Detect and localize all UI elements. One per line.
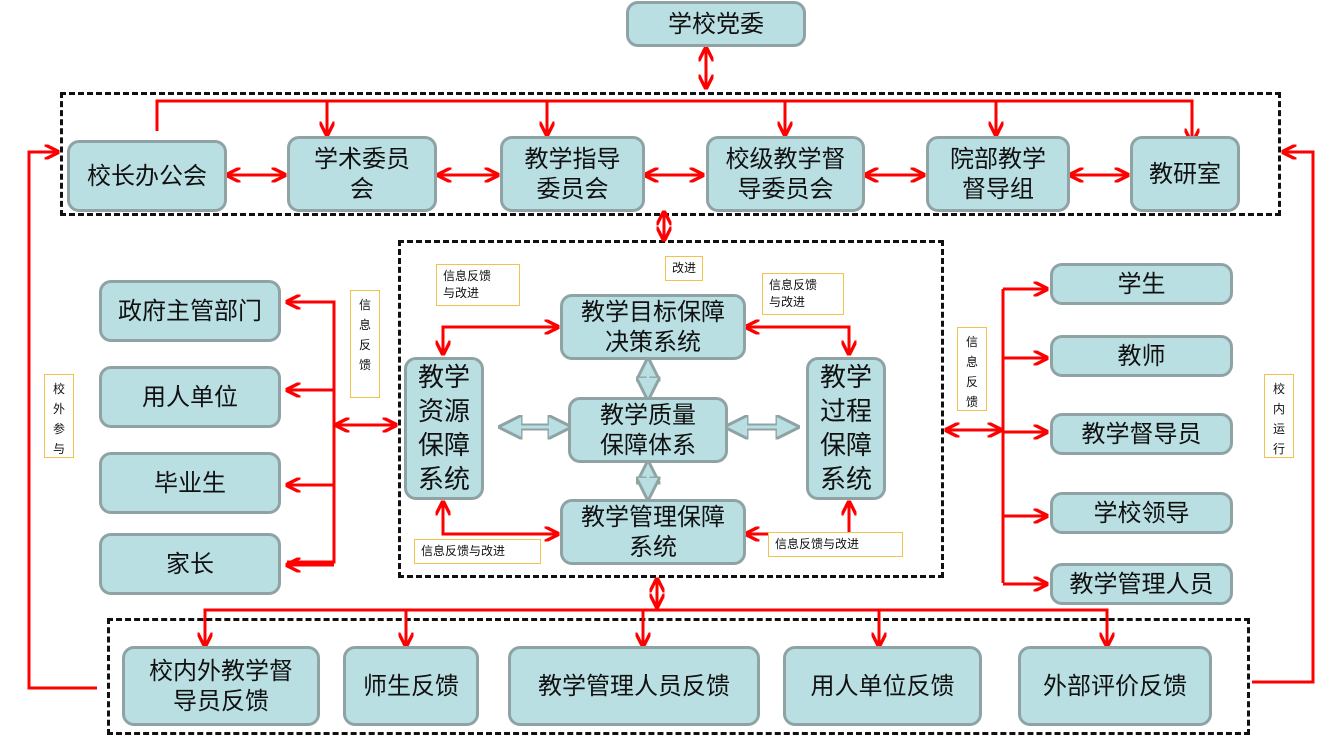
note-internal-feedback: 信 息 反 馈 [957,327,987,411]
decision-label: 教学指导 委员会 [524,145,621,203]
internal-label: 学校领导 [1093,499,1190,527]
external-label: 用人单位 [142,383,238,411]
decision-bus [155,99,1192,142]
external-label: 政府主管部门 [118,297,262,325]
decision-box-academic-committee: 学术委员 会 [287,136,437,212]
external-box-graduates: 毕业生 [99,452,281,514]
core-resource-system: 教学 资源 保障 系统 [404,357,484,500]
external-box-employers: 用人单位 [99,366,281,428]
external-label: 毕业生 [154,469,226,497]
feedback-box-employers: 用人单位反馈 [783,646,982,726]
core-management-label: 教学管理保障 系统 [581,503,725,561]
feedback-box-external-evaluation: 外部评价反馈 [1018,646,1212,726]
party-committee-label: 学校党委 [668,10,764,38]
note-bottom-left: 信息反馈与改进 [414,539,541,564]
feedback-layer-frame [107,618,1250,735]
decision-box-school-supervision: 校级教学督 导委员会 [706,136,865,212]
decision-label: 院部教学 督导组 [950,145,1046,203]
internal-box-teachers: 教师 [1050,335,1233,377]
feedback-box-teachers-students: 师生反馈 [343,646,479,726]
internal-box-students: 学生 [1050,263,1233,305]
party-committee-box: 学校党委 [626,1,806,47]
note-internal-operation: 校 内 运 行 [1264,374,1294,458]
internal-label: 教学督导员 [1081,420,1202,448]
core-goal-system: 教学目标保障 决策系统 [560,294,746,360]
feedback-label: 师生反馈 [363,672,459,700]
decision-box-principal-office: 校长办公会 [67,140,227,212]
external-label: 家长 [166,550,214,578]
note-top-left: 信息反馈 与改进 [436,264,520,306]
feedback-label: 校内外教学督 导员反馈 [149,657,293,715]
note-top-right: 信息反馈 与改进 [762,273,844,315]
decision-label: 教研室 [1149,160,1221,188]
internal-box-managers: 教学管理人员 [1050,563,1233,605]
feedback-label: 外部评价反馈 [1043,672,1187,700]
note-external-feedback: 信 息 反 馈 [350,290,380,398]
note-external-participation: 校 外 参 与 [44,374,74,458]
feedback-label: 用人单位反馈 [810,672,955,700]
internal-label: 学生 [1117,270,1166,298]
internal-box-supervisors: 教学督导员 [1050,413,1233,455]
note-improve: 改进 [665,256,704,281]
core-process-system: 教学 过程 保障 系统 [806,357,886,500]
core-goal-label: 教学目标保障 决策系统 [581,298,725,356]
note-bottom-right: 信息反馈与改进 [768,532,903,557]
feedback-label: 教学管理人员反馈 [538,672,730,700]
decision-label: 学术委员 会 [314,145,410,203]
decision-label: 校级教学督 导委员会 [725,145,846,203]
decision-box-teaching-guidance: 教学指导 委员会 [500,136,645,212]
feedback-box-supervisors: 校内外教学督 导员反馈 [122,646,320,726]
internal-label: 教学管理人员 [1069,570,1214,598]
decision-box-dept-supervision: 院部教学 督导组 [926,136,1070,212]
core-resource-label: 教学 资源 保障 系统 [417,362,470,495]
decision-label: 校长办公会 [87,162,207,190]
core-center-label: 教学质量 保障体系 [600,401,696,459]
core-process-label: 教学 过程 保障 系统 [819,362,872,495]
feedback-box-managers: 教学管理人员反馈 [508,646,760,726]
external-box-government: 政府主管部门 [99,280,281,342]
decision-box-teaching-research: 教研室 [1130,136,1240,212]
external-box-parents: 家长 [99,533,281,595]
internal-box-leaders: 学校领导 [1050,492,1233,534]
core-system-frame [398,240,944,578]
internal-label: 教师 [1117,342,1166,370]
core-management-system: 教学管理保障 系统 [560,499,746,565]
core-center-system: 教学质量 保障体系 [568,397,728,463]
